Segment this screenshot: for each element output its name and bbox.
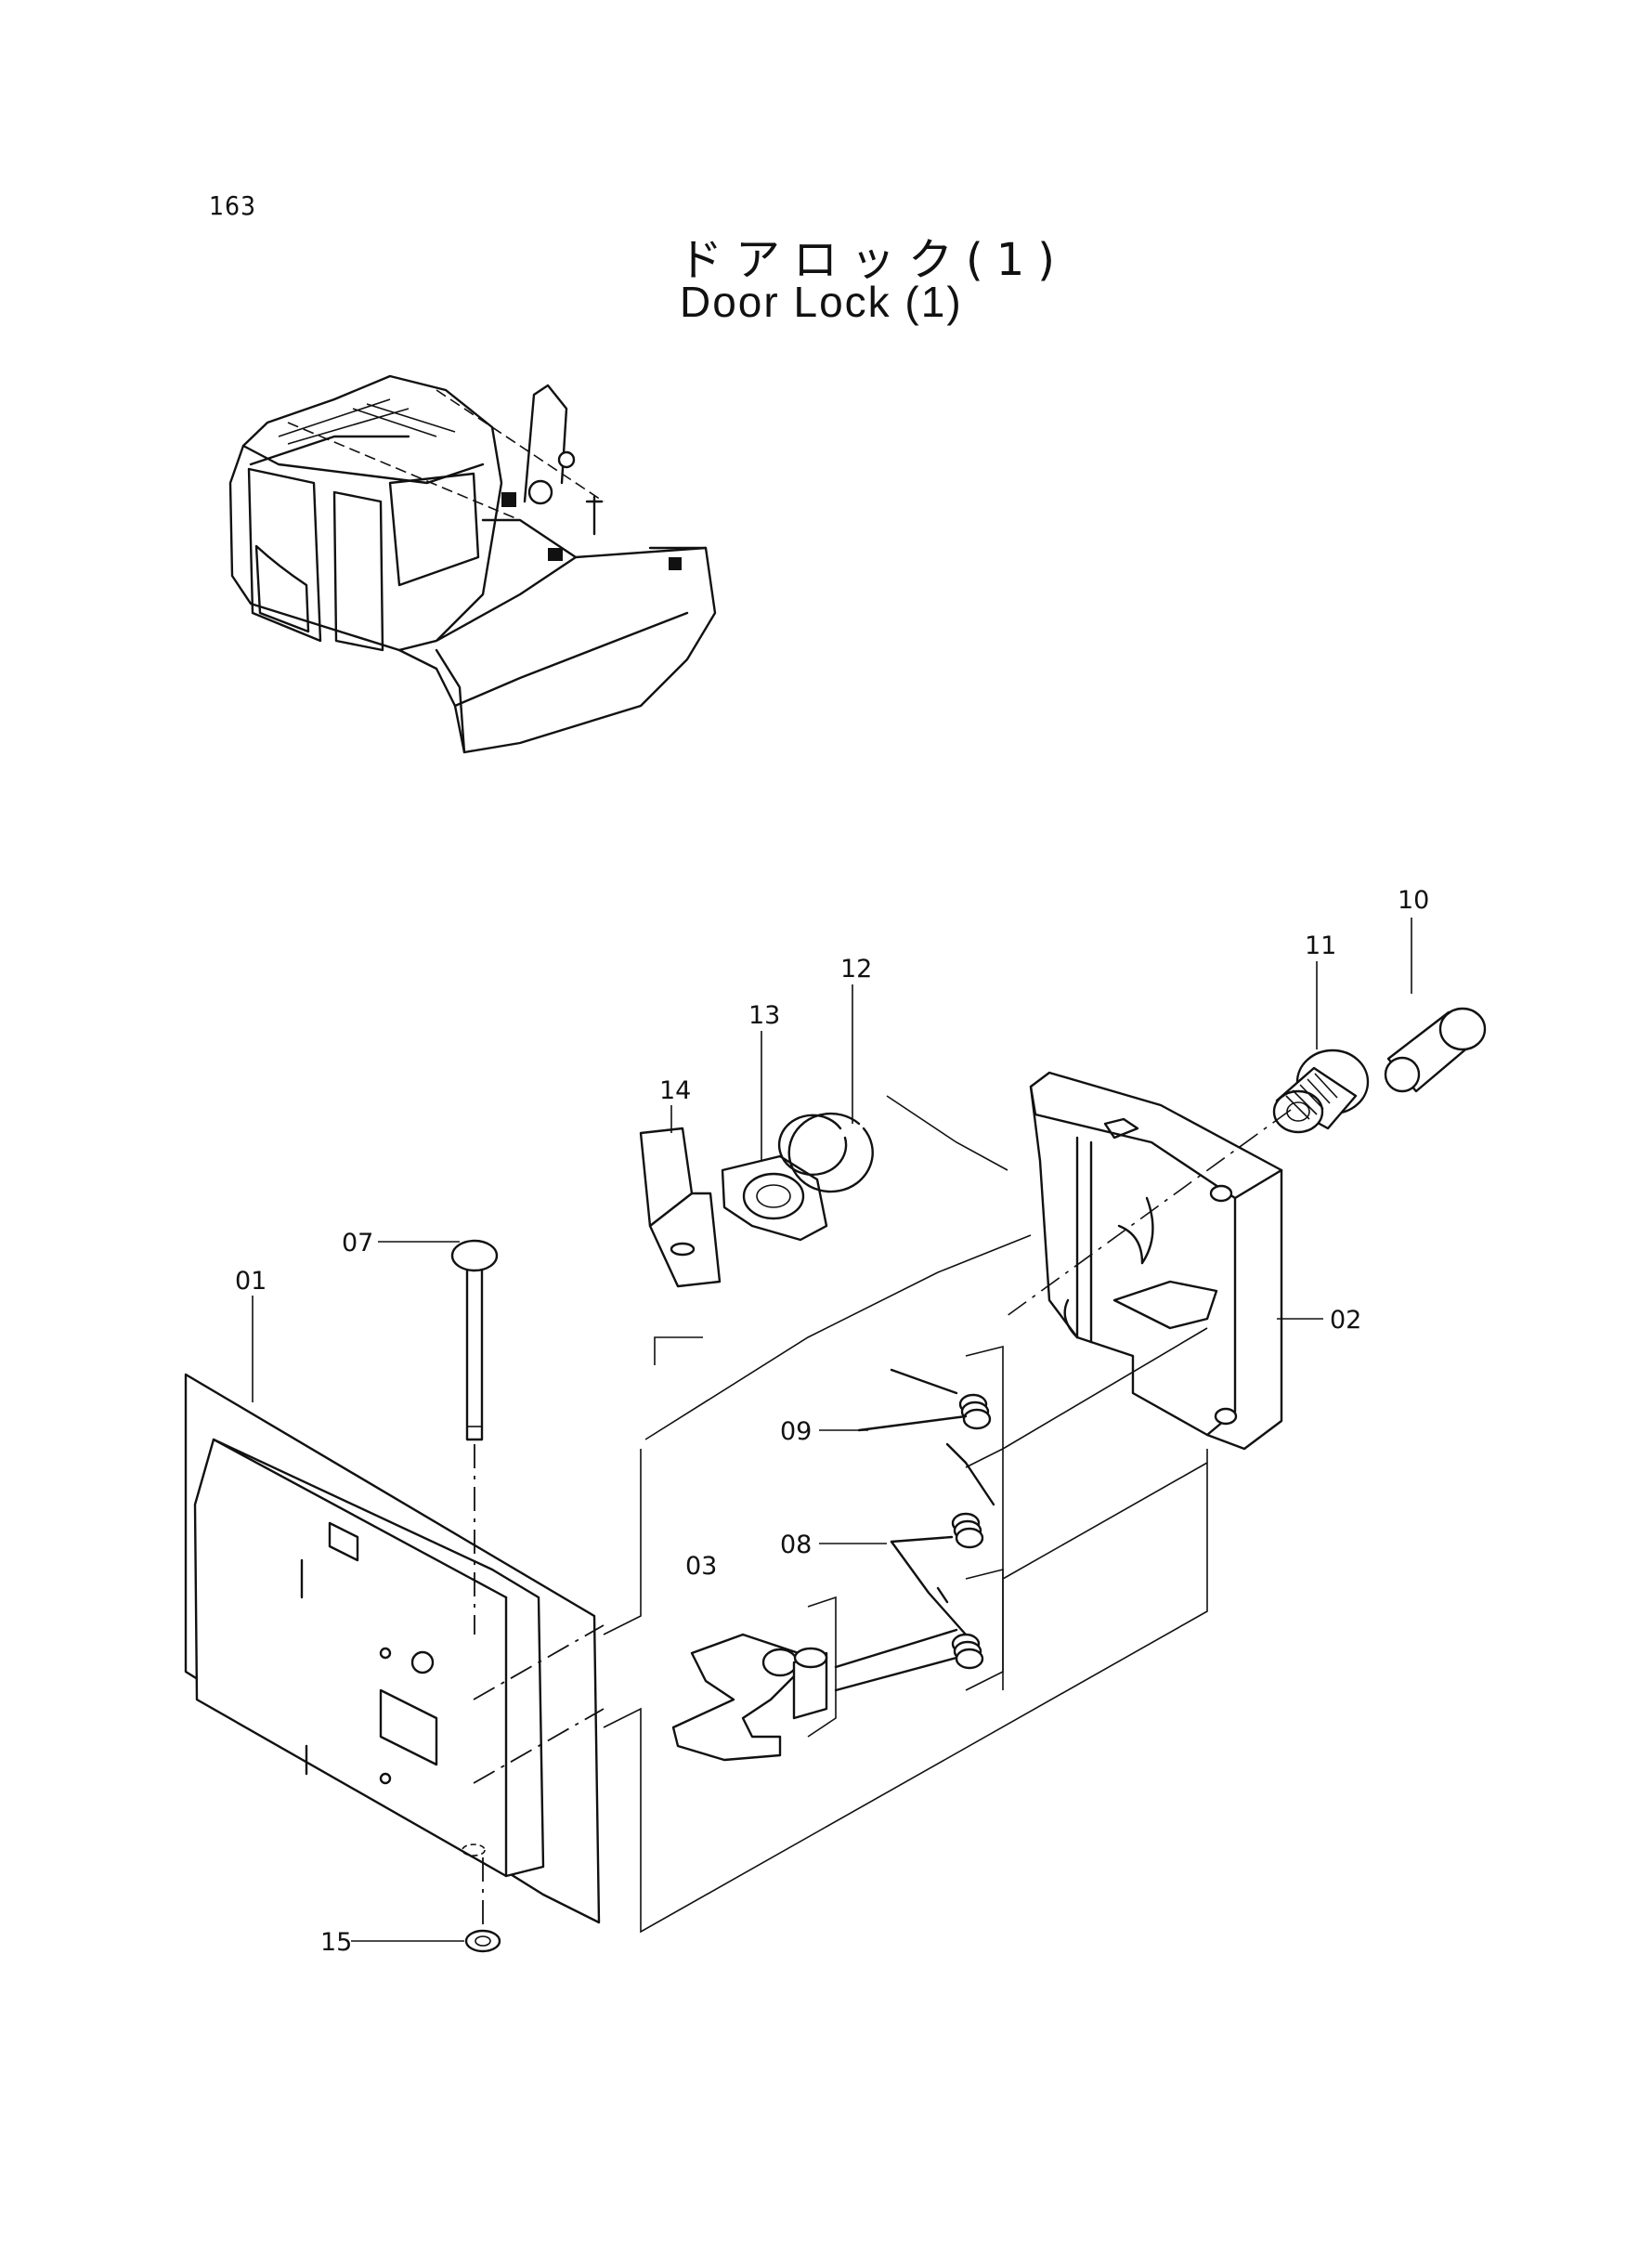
part-03-latch [671, 1596, 958, 1762]
part-08-spring [890, 1442, 1004, 1691]
page-number: 163 [209, 190, 257, 221]
title-english: Door Lock (1) [680, 278, 963, 326]
excavator-locator-view [228, 374, 717, 754]
callout-01: 01 [235, 1267, 267, 1296]
part-14-plate [639, 1127, 722, 1288]
callout-03: 03 [685, 1552, 717, 1581]
part-01-cover-plate [184, 1373, 601, 1924]
callout-13: 13 [748, 1001, 780, 1030]
callout-14: 14 [659, 1076, 691, 1105]
callout-09: 09 [780, 1417, 812, 1446]
part-09-spring [857, 1345, 1004, 1468]
part-10-plug [1384, 1007, 1487, 1093]
title-japanese: ドアロック(1) [678, 234, 1068, 286]
callout-11: 11 [1305, 932, 1336, 960]
part-13-nut [721, 1154, 828, 1242]
assembly-lines [473, 1095, 1208, 1934]
callout-02: 02 [1330, 1306, 1361, 1335]
callout-08: 08 [780, 1531, 812, 1559]
callout-15: 15 [320, 1928, 352, 1957]
part-11-bushing [1002, 1049, 1370, 1320]
part-02-bracket [1029, 1071, 1283, 1451]
callout-leaders [252, 918, 1412, 1942]
callout-12: 12 [840, 955, 872, 984]
part-12-snap-ring [777, 1112, 874, 1193]
callout-10: 10 [1398, 886, 1429, 915]
callout-labels: 01 02 03 07 08 09 10 11 12 13 14 15 [235, 886, 1429, 1957]
callout-07: 07 [342, 1229, 373, 1257]
part-07-pin [450, 1239, 499, 1635]
part-15-ring [464, 1857, 501, 1953]
